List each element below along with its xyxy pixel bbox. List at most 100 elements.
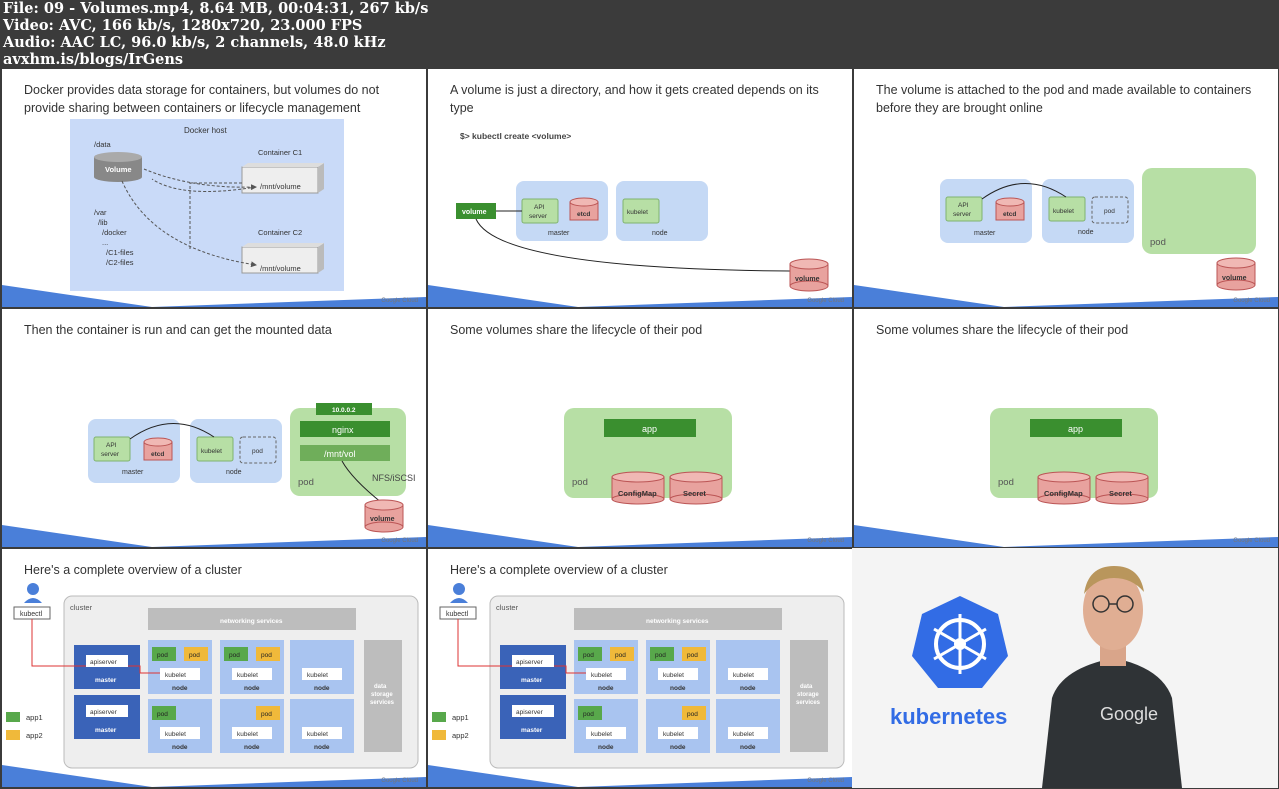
svg-text:volume: volume xyxy=(370,516,395,523)
slide-docker-storage[interactable]: Docker provides data storage for contain… xyxy=(2,69,426,307)
svg-text:node: node xyxy=(314,685,330,692)
svg-text:NFS/iSCSI: NFS/iSCSI xyxy=(372,473,416,483)
source-url-line: avxhm.is/blogs/IrGens xyxy=(3,51,184,68)
svg-text:kubelet: kubelet xyxy=(201,448,222,455)
svg-text:pod: pod xyxy=(1150,237,1166,248)
svg-text:master: master xyxy=(974,230,996,237)
c1-mount-label: /mnt/volume xyxy=(260,182,301,191)
pod-box xyxy=(610,647,634,661)
svg-text:pod: pod xyxy=(157,711,168,718)
pod-box xyxy=(578,706,602,720)
slide-container-run[interactable]: Then the container is run and can get th… xyxy=(2,309,426,547)
pod-box xyxy=(682,647,706,661)
google-cloud-label: Google Cloud xyxy=(1233,298,1270,304)
svg-text:server: server xyxy=(529,213,548,220)
svg-text:apiserver: apiserver xyxy=(90,709,118,716)
google-cloud-label: Google Cloud xyxy=(381,298,418,304)
svg-text:node: node xyxy=(172,685,188,692)
video-info-line: Video: AVC, 166 kb/s, 1280x720, 23.000 F… xyxy=(3,17,363,34)
kubelet-box xyxy=(658,727,698,739)
pod-box xyxy=(152,647,176,661)
slide-volume-attached[interactable]: The volume is attached to the pod and ma… xyxy=(854,69,1278,307)
legend-app1-label: app1 xyxy=(26,713,43,722)
legend-app2-label: app2 xyxy=(26,731,43,740)
pod-box xyxy=(152,706,176,720)
kubectl-command: $> kubectl create <volume> xyxy=(460,131,571,141)
slide-pod-lifecycle-1[interactable]: Some volumes share the lifecycle of thei… xyxy=(428,309,852,547)
presenter-figure xyxy=(1042,566,1182,788)
slide-title: A volume is just a directory, and how it… xyxy=(450,83,819,115)
svg-text:apiserver: apiserver xyxy=(516,659,544,666)
path-lib: /lib xyxy=(98,218,108,227)
docker-diagram: Docker host /data Volume /var /lib /dock… xyxy=(70,119,344,291)
c2-mount-label: /mnt/volume xyxy=(260,264,301,273)
svg-text:pod: pod xyxy=(252,448,263,455)
node-label: node xyxy=(652,230,668,237)
slide-title: Here's a complete overview of a cluster xyxy=(450,563,668,577)
svg-text:kubelet: kubelet xyxy=(733,672,754,679)
slide-pod-lifecycle-2[interactable]: Some volumes share the lifecycle of thei… xyxy=(854,309,1278,547)
svg-text:etcd: etcd xyxy=(151,451,164,458)
configmap-cylinder: ConfigMap xyxy=(611,471,665,505)
slide-cluster-overview-2[interactable]: Here's a complete overview of a cluster … xyxy=(428,549,852,787)
pod-box xyxy=(184,647,208,661)
volume-cylinder: Volume xyxy=(94,152,142,182)
svg-text:node: node xyxy=(598,685,614,692)
slide-cluster-overview-1[interactable]: Here's a complete overview of a cluster … xyxy=(2,549,426,787)
docker-host-label: Docker host xyxy=(184,126,227,135)
svg-text:master: master xyxy=(95,677,117,684)
svg-text:etcd: etcd xyxy=(577,211,590,218)
legend-app1-swatch xyxy=(432,712,446,722)
kubelet-box xyxy=(232,727,272,739)
svg-text:kubelet: kubelet xyxy=(733,731,754,738)
kubelet-box xyxy=(586,668,626,680)
data-storage-services xyxy=(364,640,402,752)
slide-volume-directory[interactable]: A volume is just a directory, and how it… xyxy=(428,69,852,307)
pod-box xyxy=(224,647,248,661)
svg-text:node: node xyxy=(740,744,756,751)
svg-text:API: API xyxy=(106,442,117,449)
svg-text:pod: pod xyxy=(687,711,698,718)
data-path-label: /data xyxy=(94,140,112,149)
pod-box xyxy=(1142,168,1256,254)
path-c2-files: /C2-files xyxy=(106,258,134,267)
user-icon xyxy=(24,583,42,603)
kubectl-label: kubectl xyxy=(20,611,43,618)
kubelet-box xyxy=(160,668,200,680)
legend-app2-swatch xyxy=(6,730,20,740)
google-cloud-label: Google Cloud xyxy=(1233,538,1270,544)
blue-stripe xyxy=(428,765,852,787)
svg-text:kubelet: kubelet xyxy=(627,209,648,216)
svg-text:kubelet: kubelet xyxy=(165,731,186,738)
container-run-diagram: API server etcd master kubelet pod node … xyxy=(88,403,416,533)
volume-cylinder: volume xyxy=(1216,257,1256,291)
blue-stripe xyxy=(428,525,852,547)
presenter-thumbnail[interactable]: kubernetes Google xyxy=(852,548,1278,788)
kubelet-box xyxy=(302,727,342,739)
svg-text:nginx: nginx xyxy=(332,425,354,435)
google-shirt-text: Google xyxy=(1100,704,1158,724)
master-box xyxy=(516,181,608,241)
cluster-label: cluster xyxy=(70,603,93,612)
volume-tag xyxy=(456,203,496,219)
container-c1-box: /mnt/volume xyxy=(241,163,324,194)
svg-text:node: node xyxy=(244,685,260,692)
svg-text:node: node xyxy=(670,744,686,751)
kubelet-box xyxy=(728,668,768,680)
legend-app2-swatch xyxy=(432,730,446,740)
svg-text:node: node xyxy=(314,744,330,751)
svg-text:master: master xyxy=(95,727,117,734)
svg-text:10.0.0.2: 10.0.0.2 xyxy=(332,407,356,414)
kubelet-box xyxy=(160,727,200,739)
svg-text:node: node xyxy=(244,744,260,751)
networking-services-bar xyxy=(574,608,782,630)
svg-text:node: node xyxy=(670,685,686,692)
volume-create-diagram: $> kubectl create <volume> API server et… xyxy=(456,131,829,292)
secret-cylinder: Secret xyxy=(669,471,723,505)
